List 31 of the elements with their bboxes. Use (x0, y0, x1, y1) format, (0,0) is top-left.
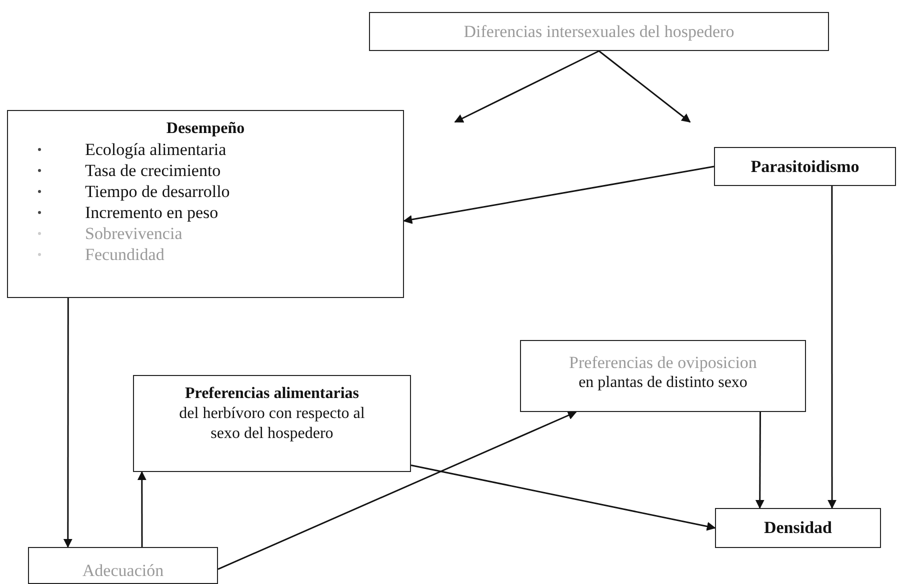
arrow (403, 166, 714, 224)
arrow (598, 50, 691, 123)
box-heading: Preferencias de oviposicion (568, 353, 758, 373)
list-item: Tiempo de desarrollo (85, 181, 230, 202)
box-text: en plantas de distinto sexo (578, 373, 748, 393)
box-text: del herbívoro con respecto al sexo del hospedero (178, 404, 366, 444)
text-box (7, 110, 404, 298)
arrow (218, 411, 577, 570)
arrow (410, 464, 716, 531)
text-box (714, 147, 896, 186)
box-text: Densidad (762, 518, 834, 538)
box-text: Adecuación (81, 561, 165, 581)
text-box (28, 547, 218, 584)
arrow (137, 471, 146, 547)
box-heading: Desempeño (165, 119, 246, 139)
text-box (520, 340, 806, 412)
list-item: Incremento en peso (85, 202, 218, 223)
list-item: Sobrevivencia (85, 223, 182, 244)
list-item: Tasa de crecimiento (85, 160, 221, 181)
arrow (828, 186, 837, 509)
list-item: Ecología alimentaria (85, 139, 226, 160)
box-text: Diferencias intersexuales del hospedero (462, 22, 736, 42)
arrow (63, 298, 72, 548)
list-item: Fecundidad (85, 244, 164, 265)
arrow (454, 50, 600, 123)
text-box (369, 12, 829, 51)
text-box (133, 375, 411, 472)
arrow (755, 412, 764, 509)
box-text: Parasitoidismo (750, 157, 860, 177)
text-box (715, 508, 881, 548)
box-heading: Preferencias alimentarias (184, 384, 360, 404)
